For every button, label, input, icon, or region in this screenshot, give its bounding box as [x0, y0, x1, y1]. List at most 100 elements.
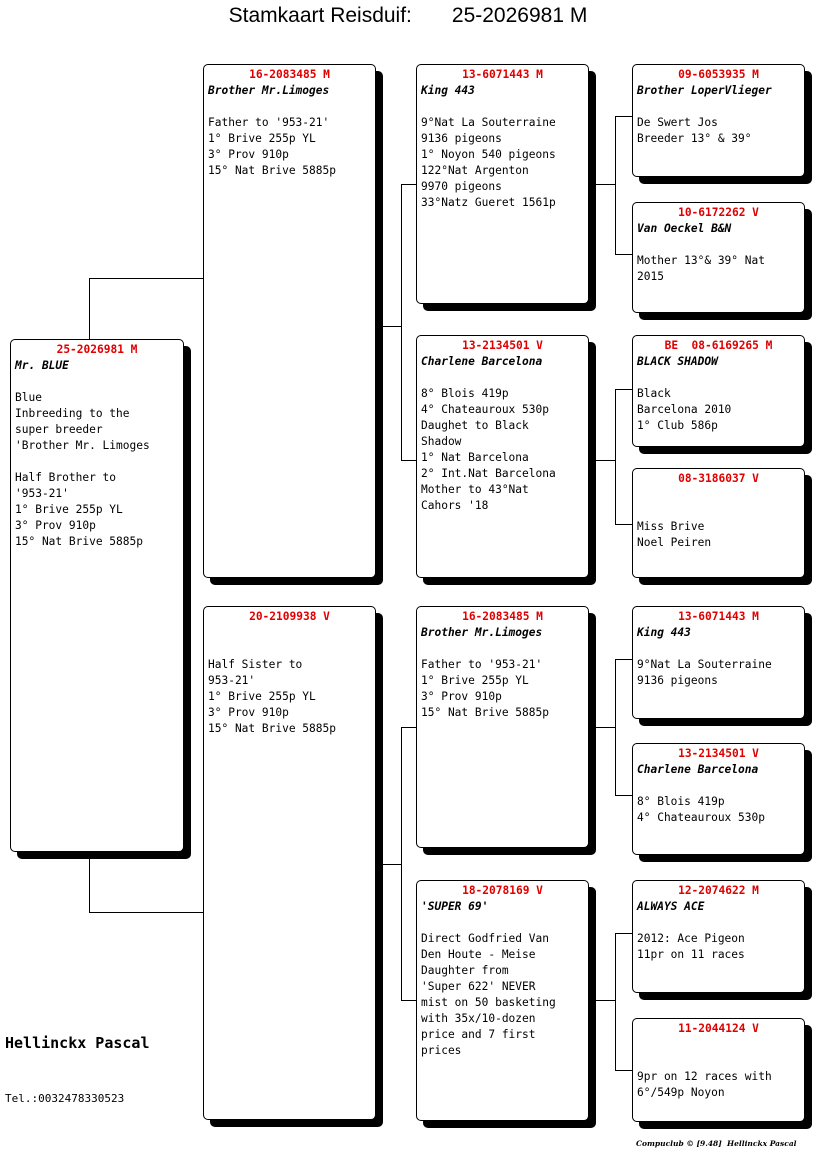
note-line: Inbreeding to the: [15, 407, 130, 420]
connector-line: [89, 278, 90, 341]
note-line: Daughter from: [421, 964, 509, 977]
note-line: 2015: [637, 270, 664, 283]
note-line: Mother to 43°Nat: [421, 483, 529, 496]
note-line: 15° Nat Brive 5885p: [208, 722, 336, 735]
note-line: 15° Nat Brive 5885p: [421, 706, 549, 719]
ring-number: 13-6071443 M: [462, 68, 543, 81]
title-ring: 25-2026981 M: [451, 4, 588, 27]
ring-number: 11-2044124 V: [678, 1022, 759, 1035]
pigeon-name: [637, 487, 800, 503]
ring-number: 18-2078169 V: [462, 884, 543, 897]
note-line: 8° Blois 419p: [421, 387, 509, 400]
ring-number: 16-2083485 M: [249, 68, 330, 81]
note-line: 1° Brive 255p YL: [208, 132, 316, 145]
note-line: Barcelona 2010: [637, 403, 732, 416]
pigeon-name: BLACK SHADOW: [637, 355, 718, 368]
note-line: 2° Int.Nat Barcelona: [421, 467, 556, 480]
connector-line: [383, 326, 401, 327]
connector-line: [615, 1070, 633, 1071]
note-line: 'Super 622' NEVER: [421, 980, 536, 993]
connector-line: [595, 727, 615, 728]
note-line: 9136 pigeons: [637, 674, 718, 687]
pigeon-name: Van Oeckel B&N: [637, 222, 732, 235]
connector-line: [615, 254, 633, 255]
connector-line: [615, 524, 633, 525]
connector-line: [89, 278, 204, 279]
note-line: 122°Nat Argenton: [421, 164, 529, 177]
owner-name: Hellinckx Pascal: [5, 1034, 150, 1052]
note-line: Mother 13°& 39° Nat: [637, 254, 765, 267]
note-line: Half Brother to: [15, 471, 117, 484]
ring-number: 20-2109938 V: [249, 610, 330, 623]
note-line: 9136 pigeons: [421, 132, 502, 145]
note-line: [15, 454, 179, 470]
connector-line: [401, 184, 402, 460]
connector-line: [615, 933, 616, 1070]
connector-line: [615, 389, 633, 390]
note-line: 1° Noyon 540 pigeons: [421, 148, 556, 161]
note-line: price and 7 first: [421, 1028, 536, 1041]
pigeon-card-ff[interactable]: 13-6071443 M King 443 9°Nat La Souterraine…: [416, 64, 589, 304]
note-line: Miss Brive: [637, 520, 705, 533]
note-line: 33°Natz Gueret 1561p: [421, 196, 556, 209]
note-line: Black: [637, 387, 671, 400]
note-line: 4° Chateauroux 530p: [421, 403, 549, 416]
note-line: 1° Brive 255p YL: [421, 674, 529, 687]
note-line: with 35x/10-dozen: [421, 1012, 536, 1025]
footer-credit: Compuclub © [9.48] Hellinckx Pascal: [636, 1139, 797, 1148]
note-line: 3° Prov 910p: [15, 519, 96, 532]
note-line: 8° Blois 419p: [637, 795, 725, 808]
connector-line: [615, 659, 616, 795]
note-line: 1° Club 586p: [637, 419, 718, 432]
pigeon-card-ffm[interactable]: 10-6172262 V Van Oeckel B&N Mother 13°& 39…: [632, 202, 805, 313]
note-line: Den Houte - Meise: [421, 948, 536, 961]
note-line: Noel Peiren: [637, 536, 712, 549]
note-line: Father to '953-21': [208, 116, 330, 129]
connector-line: [615, 389, 616, 524]
pigeon-name: Charlene Barcelona: [637, 763, 759, 776]
pigeon-name: Brother Mr.Limoges: [421, 626, 543, 639]
pigeon-card-mm[interactable]: 18-2078169 V'SUPER 69'Direct Godfried Va…: [416, 880, 589, 1121]
note-line: Cahors '18: [421, 499, 489, 512]
note-line: 4° Chateauroux 530p: [637, 811, 765, 824]
pigeon-name: ALWAYS ACE: [637, 900, 705, 913]
pigeon-name: Brother Mr.Limoges: [208, 84, 330, 97]
ring-number: 09-6053935 M: [678, 68, 759, 81]
pigeon-name: King 443: [421, 84, 475, 97]
note-line: Father to '953-21': [421, 658, 543, 671]
connector-line: [595, 460, 615, 461]
connector-line: [89, 912, 204, 913]
pigeon-notes: 8° Blois 419p 4° Chateauroux 530p: [637, 794, 800, 826]
pigeon-notes: Mother 13°& 39° Nat 2015: [637, 253, 800, 285]
note-line: 3° Prov 910p: [208, 706, 289, 719]
owner-phone: Tel.:0032478330523: [5, 1092, 125, 1105]
note-line: 15° Nat Brive 5885p: [208, 164, 336, 177]
connector-line: [615, 659, 633, 660]
pigeon-name: Charlene Barcelona: [421, 355, 543, 368]
pigeon-name: [637, 1037, 800, 1053]
note-line: Direct Godfried Van: [421, 932, 549, 945]
ring-number: 10-6172262 V: [678, 206, 759, 219]
connector-line: [401, 727, 402, 1000]
connector-line: [89, 850, 90, 913]
connector-line: [401, 460, 417, 461]
note-line: 9°Nat La Souterraine: [421, 116, 556, 129]
note-line: De Swert Jos: [637, 116, 718, 129]
note-line: 9pr on 12 races with: [637, 1070, 772, 1083]
